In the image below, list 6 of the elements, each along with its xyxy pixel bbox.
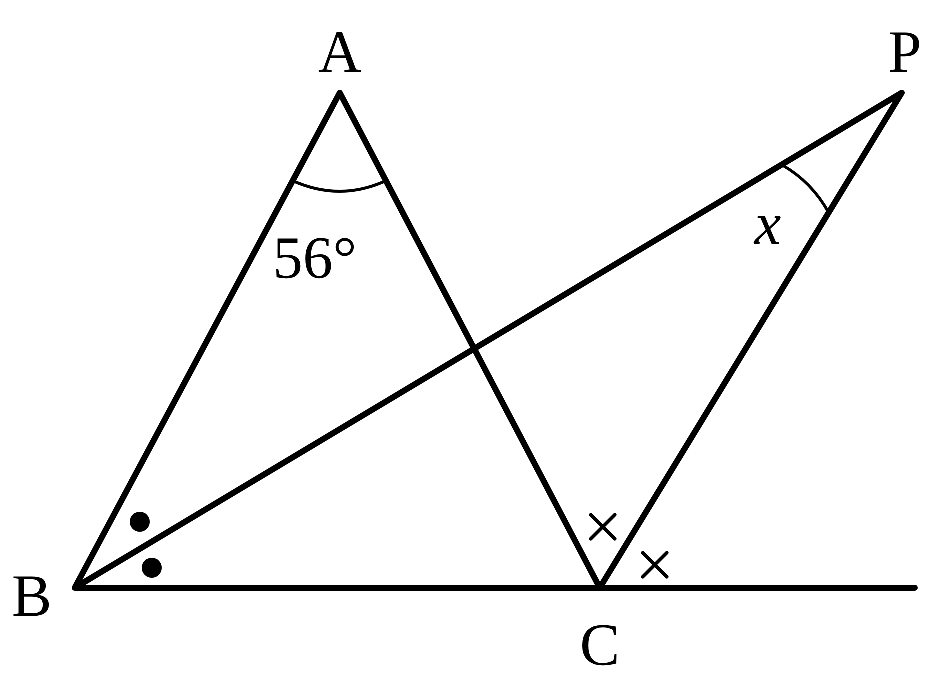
- angle-label: 56°: [273, 228, 357, 288]
- vertex-label: C: [580, 615, 620, 675]
- vertex-label: P: [888, 22, 922, 82]
- vertex-label: B: [12, 566, 52, 626]
- vertex-label: A: [318, 22, 362, 82]
- angle-label: x: [754, 194, 782, 254]
